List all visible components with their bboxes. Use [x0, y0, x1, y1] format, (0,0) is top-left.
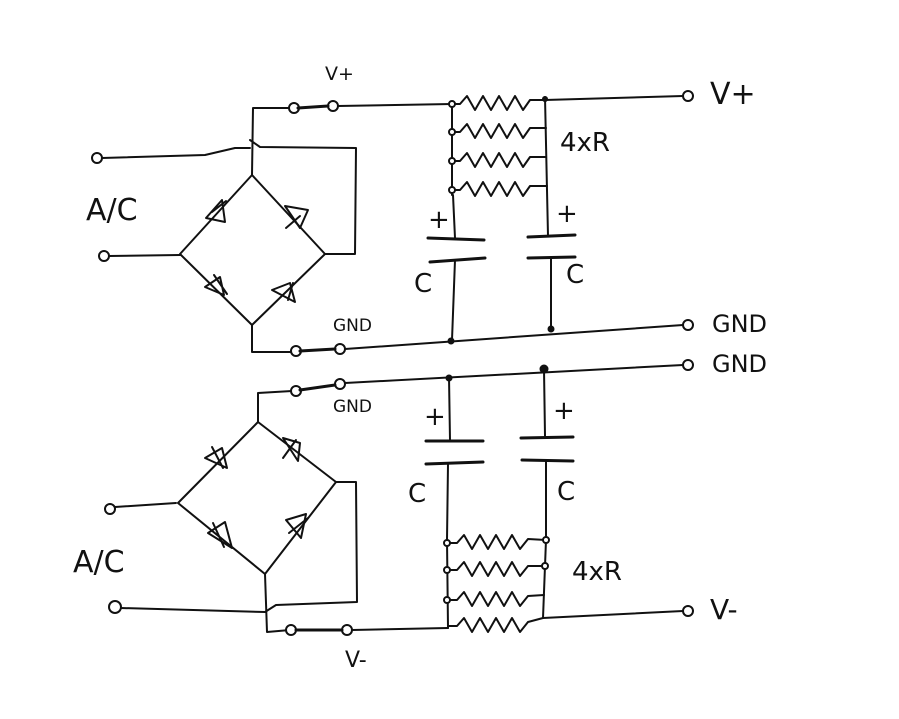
bottom-diode-2 — [282, 437, 301, 462]
top-supply — [91, 90, 694, 357]
top-ac-label: A/C — [86, 193, 138, 228]
top-cap-left-label: C — [414, 269, 432, 299]
top-vplus-rail — [337, 103, 453, 107]
top-gnd-rail — [344, 324, 684, 350]
bottom-resistor-1 — [446, 534, 547, 550]
bottom-gnd-small-label: GND — [333, 397, 372, 417]
bottom-gnd-output-terminal — [682, 359, 694, 371]
top-diode-4 — [271, 282, 296, 303]
top-vplus-output-wire — [544, 95, 684, 101]
top-ac-terminal-2 — [98, 250, 110, 262]
top-resistor-bank — [448, 95, 548, 197]
bottom-capacitor-left — [424, 376, 485, 541]
top-bridge-bottom-lead — [251, 324, 293, 353]
top-vplus-link-bar — [296, 104, 330, 110]
bottom-cap-left-plus: + — [424, 402, 446, 432]
top-bridge-right-lead — [249, 139, 357, 255]
top-resistor-node-2 — [448, 128, 456, 136]
bottom-gnd-rail — [344, 364, 684, 384]
top-capacitor-right — [526, 189, 577, 329]
bottom-vminus-output-terminal — [682, 605, 694, 617]
top-bridge-rectifier — [179, 107, 357, 353]
top-diode-1 — [205, 199, 227, 223]
bottom-gnd-junction-right — [539, 364, 549, 374]
bottom-capacitor-right — [519, 368, 575, 541]
bottom-supply — [104, 359, 694, 636]
top-ac-wire-1 — [101, 147, 251, 159]
top-cap-left-plus: + — [428, 205, 450, 235]
top-gnd-output-terminal — [682, 319, 694, 331]
bottom-diode-3 — [207, 521, 233, 549]
top-gnd-junction-right — [547, 325, 555, 333]
top-resistor-4 — [451, 181, 548, 197]
bottom-bridge-bottom-lead — [264, 573, 291, 633]
bottom-ac-label: A/C — [73, 545, 125, 580]
top-vplus-small-label: V+ — [325, 63, 354, 85]
bottom-bridge-outline — [177, 421, 337, 575]
top-resistor-node-4 — [448, 186, 456, 194]
top-resistor-right-bus — [544, 96, 548, 191]
top-resistor-node-1 — [448, 100, 456, 108]
top-resistor-junction — [542, 96, 548, 102]
top-gnd-output-label: GND — [712, 310, 767, 338]
bottom-resistor-node-5 — [541, 562, 549, 570]
top-vplus-output-label: V+ — [710, 77, 756, 112]
top-diode-3 — [204, 274, 228, 296]
top-gnd-link-bar — [298, 347, 337, 353]
top-diode-2 — [284, 205, 309, 229]
bottom-resistor-3 — [446, 591, 545, 607]
top-ac-wire-2 — [108, 254, 181, 257]
bottom-bridge-top-lead — [257, 390, 293, 423]
bottom-gnd-junction-left — [445, 374, 453, 382]
bottom-ac-terminal-2 — [108, 600, 122, 614]
bottom-vminus-small-label: V- — [345, 648, 367, 673]
bottom-bridge-right-lead — [264, 481, 358, 613]
bottom-vminus-output-label: V- — [710, 593, 738, 626]
bottom-resistor-4 — [447, 617, 544, 633]
top-resistor-3 — [451, 152, 547, 168]
bottom-resistor-2 — [446, 561, 546, 577]
bottom-resistor-node-3 — [443, 596, 451, 604]
top-resistor-bank-label: 4xR — [560, 128, 610, 158]
top-cap-right-plus: + — [556, 199, 578, 229]
bottom-cap-left-label: C — [408, 479, 426, 509]
bottom-cap-right-plus: + — [553, 396, 575, 426]
bottom-gnd-output-label: GND — [712, 350, 767, 378]
bottom-resistor-node-4 — [542, 536, 550, 544]
bottom-resistor-node-2 — [443, 566, 451, 574]
top-gnd-junction-left — [447, 337, 455, 345]
top-bridge-top-lead — [251, 107, 291, 176]
bottom-resistor-node-1 — [443, 539, 451, 547]
bottom-gnd-link-bar — [298, 383, 337, 392]
top-bridge-outline — [179, 174, 326, 326]
top-vplus-output-terminal — [682, 90, 694, 102]
bottom-ac-wire-1 — [114, 502, 177, 508]
top-capacitor-left — [426, 194, 487, 341]
top-resistor-2 — [451, 123, 547, 139]
bottom-diode-4 — [285, 513, 309, 539]
top-resistor-node-3 — [448, 157, 456, 165]
bottom-resistor-right-bus — [542, 539, 547, 619]
bottom-ac-terminal-1 — [104, 503, 116, 515]
top-gnd-small-label: GND — [333, 316, 372, 336]
bottom-diode-1 — [204, 446, 228, 469]
bottom-resistor-bank — [443, 534, 550, 633]
bottom-vminus-output-wire — [542, 610, 684, 619]
bottom-resistor-bank-label: 4xR — [572, 557, 622, 587]
bottom-gnd-link-right — [334, 378, 346, 390]
bottom-vminus-rail — [351, 627, 449, 631]
bottom-cap-right-label: C — [557, 477, 575, 507]
top-ac-terminal-1 — [91, 152, 103, 164]
bottom-resistor-left-bus — [446, 539, 449, 629]
bottom-ac-wire-2 — [120, 607, 266, 613]
top-cap-right-label: C — [566, 260, 584, 290]
bottom-bridge-rectifier — [177, 390, 358, 633]
top-resistor-1 — [451, 95, 546, 111]
